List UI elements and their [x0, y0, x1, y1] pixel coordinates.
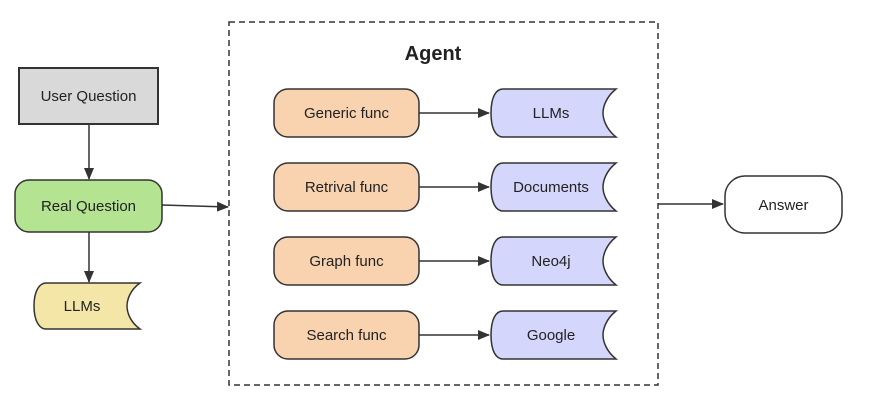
llms-left-shape — [33, 282, 143, 330]
store-shape — [490, 162, 619, 212]
store-label: LLMs — [533, 105, 570, 122]
real-question-label: Real Question — [41, 198, 136, 215]
func-row: Generic func LLMs — [273, 88, 619, 138]
store-label: Neo4j — [531, 253, 570, 270]
store-shape — [490, 310, 619, 360]
arrow-real-to-agent — [161, 201, 229, 212]
real-question-node: Real Question — [14, 179, 163, 233]
store-label: Documents — [513, 179, 589, 196]
func-row: Retrival func Documents — [273, 162, 619, 212]
func-label: Generic func — [304, 105, 390, 122]
answer-box — [724, 175, 843, 234]
func-label: Search func — [306, 327, 387, 344]
answer-node: Answer — [724, 175, 843, 234]
user-question-node: User Question — [18, 67, 159, 125]
store-shape — [490, 236, 619, 286]
func-label: Graph func — [309, 253, 384, 270]
agent-title: Agent — [405, 43, 462, 65]
user-question-label: User Question — [41, 88, 137, 105]
func-row: Graph func Neo4j — [273, 236, 619, 286]
func-row: Search func Google — [273, 310, 619, 360]
answer-label: Answer — [758, 197, 808, 214]
store-shape — [490, 88, 619, 138]
llms-left-node: LLMs — [33, 282, 143, 330]
store-label: Google — [527, 327, 575, 344]
func-label: Retrival func — [305, 179, 389, 196]
llms-left-label: LLMs — [64, 298, 101, 315]
